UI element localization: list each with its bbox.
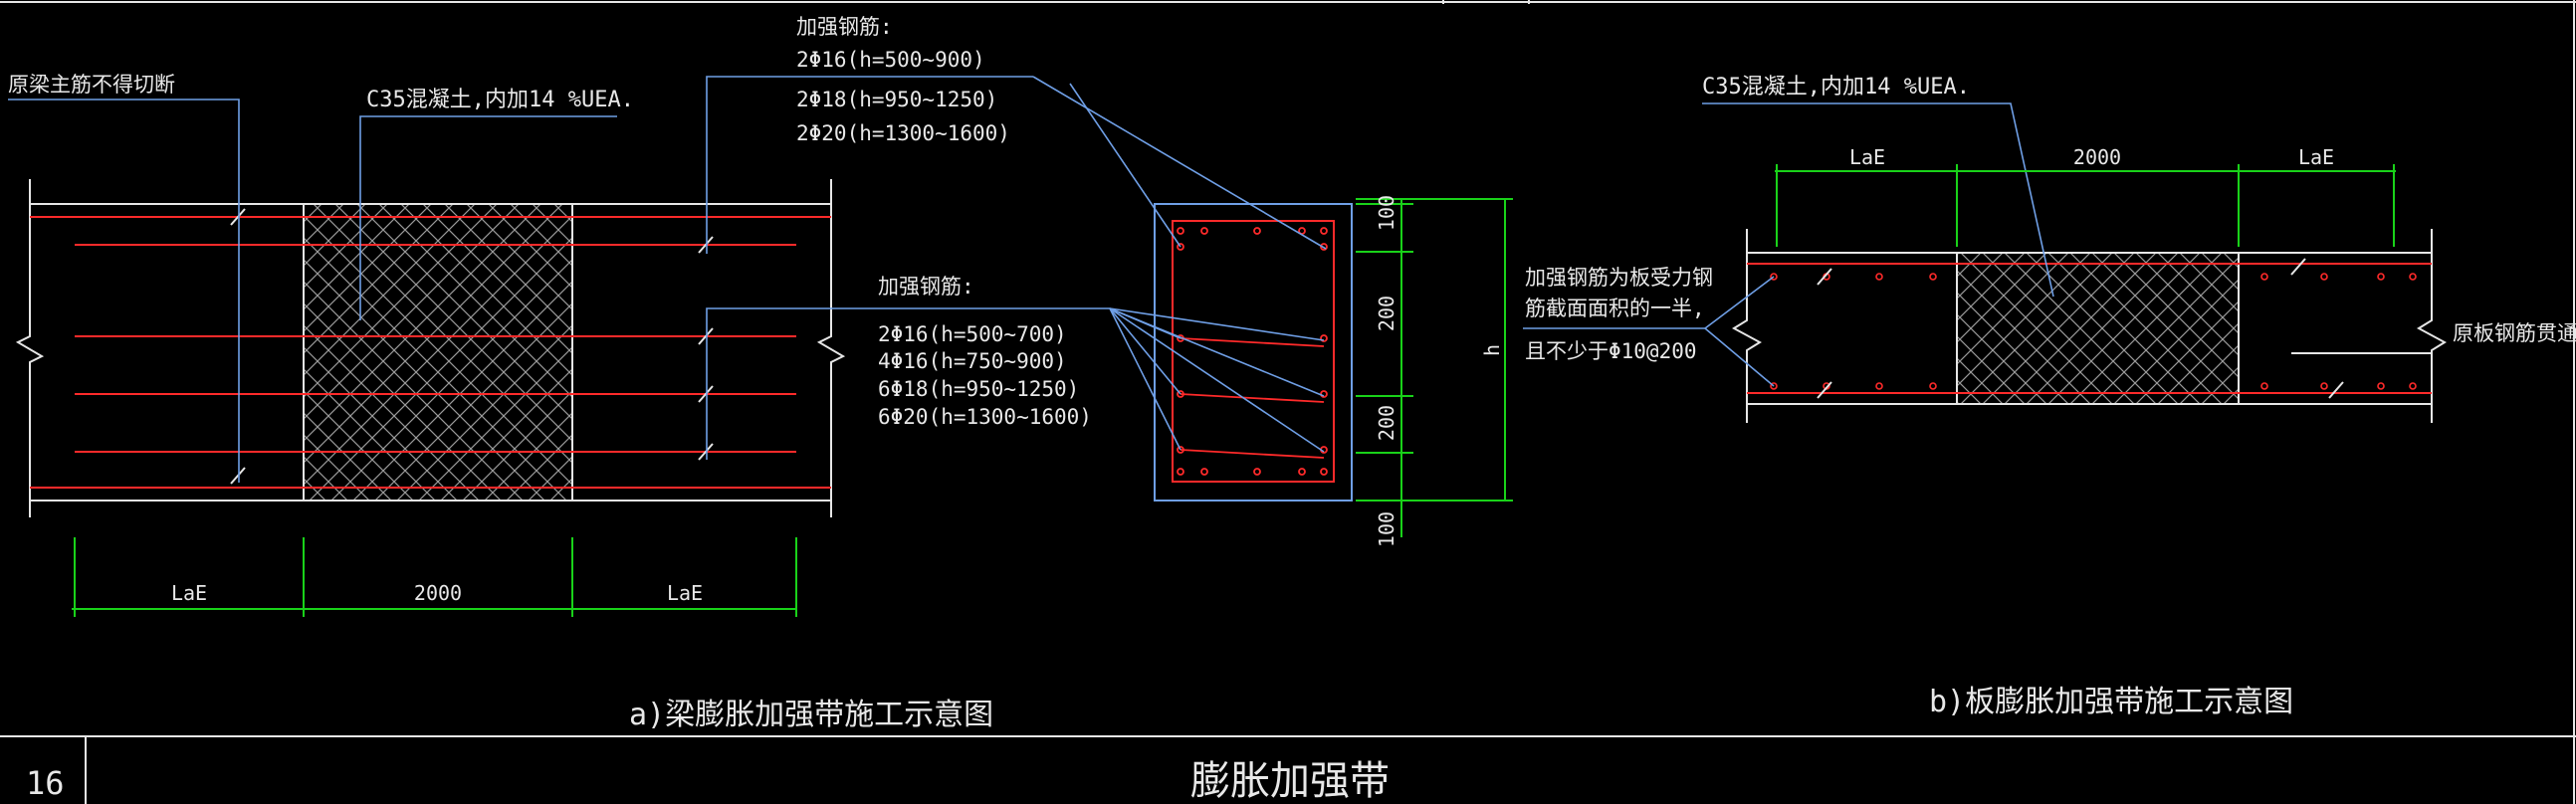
slab-break-right (2416, 229, 2448, 423)
note-slab-through: 原板钢筋贯通 (2453, 321, 2576, 345)
beam-dim-2000: 2000 (414, 581, 462, 605)
section-dim-100-top: 100 (1375, 195, 1398, 231)
svg-text:筋截面面积的一半,: 筋截面面积的一半, (1525, 297, 1705, 320)
sheet-number: 16 (26, 764, 65, 802)
beam-elevation: LaE 2000 LaE 原梁主筋不得切断 C35混凝土,内加14 %UEA. … (8, 15, 1110, 732)
svg-text:且不少于Φ10@200: 且不少于Φ10@200 (1525, 339, 1697, 363)
rebar-ticks (230, 208, 714, 485)
svg-text:加强钢筋为板受力钢: 加强钢筋为板受力钢 (1525, 266, 1713, 290)
slab-dimensions (1775, 164, 2396, 247)
slab-dim-lae-right: LaE (2298, 145, 2334, 169)
section-dimensions (1356, 198, 1513, 537)
section-bars (1177, 227, 1328, 476)
beam-leaders (8, 76, 1110, 483)
beam-hatch-zone (304, 204, 572, 501)
svg-text:加强钢筋:: 加强钢筋: (878, 275, 974, 299)
slab-dim-2000: 2000 (2073, 145, 2121, 169)
beam-rebars (30, 216, 831, 489)
svg-text:6Φ18(h=950~1250): 6Φ18(h=950~1250) (878, 377, 1079, 401)
drawing-title: 膨胀加强带 (1190, 758, 1390, 804)
slab-hatch-zone (1957, 253, 2239, 404)
slab-leaders (1523, 102, 2054, 387)
note-beam-concrete: C35混凝土,内加14 %UEA. (366, 88, 634, 112)
slab-break-left (1731, 229, 1763, 423)
slab-rebar-note: 加强钢筋为板受力钢 筋截面面积的一半, 且不少于Φ10@200 (1525, 266, 1713, 363)
break-mark-right (816, 179, 846, 517)
caption-slab: b)板膨胀加强带施工示意图 (1929, 685, 2293, 719)
caption-beam: a)梁膨胀加强带施工示意图 (629, 698, 993, 732)
beam-section: 100 200 200 100 h (1032, 76, 1513, 547)
svg-text:4Φ16(h=750~900): 4Φ16(h=750~900) (878, 349, 1067, 373)
svg-text:2Φ18(h=950~1250): 2Φ18(h=950~1250) (796, 88, 997, 111)
section-leaders (1032, 76, 1327, 453)
svg-text:加强钢筋:: 加强钢筋: (796, 15, 893, 39)
break-mark-left (15, 179, 45, 517)
slab-ticks (1817, 258, 2344, 399)
side-rebar-note: 加强钢筋: 2Φ16(h=500~700) 4Φ16(h=750~900) 6Φ… (878, 275, 1092, 429)
slab-rebars (1747, 263, 2432, 394)
note-main-bar: 原梁主筋不得切断 (8, 73, 175, 97)
slab-elevation: LaE 2000 LaE C35混凝土,内加14 %UEA. 加强钢筋为板受力钢… (1523, 75, 2576, 719)
section-dim-200-a: 200 (1375, 296, 1398, 331)
section-dim-h: h (1480, 344, 1504, 356)
section-ties (1180, 337, 1325, 459)
note-slab-concrete: C35混凝土,内加14 %UEA. (1702, 75, 1970, 100)
beam-dimensions (72, 537, 797, 617)
svg-text:6Φ20(h=1300~1600): 6Φ20(h=1300~1600) (878, 405, 1092, 429)
slab-dim-lae-left: LaE (1849, 145, 1885, 169)
top-rebar-note: 加强钢筋: 2Φ16(h=500~900) 2Φ18(h=950~1250) 2… (796, 15, 1010, 145)
beam-dim-lae-left: LaE (171, 581, 207, 605)
svg-text:2Φ20(h=1300~1600): 2Φ20(h=1300~1600) (796, 121, 1010, 145)
svg-text:2Φ16(h=500~900): 2Φ16(h=500~900) (796, 48, 985, 72)
svg-text:2Φ16(h=500~700): 2Φ16(h=500~700) (878, 322, 1067, 346)
beam-dim-lae-right: LaE (667, 581, 703, 605)
section-dim-200-b: 200 (1375, 405, 1398, 441)
section-dim-100-bottom: 100 (1375, 511, 1398, 547)
